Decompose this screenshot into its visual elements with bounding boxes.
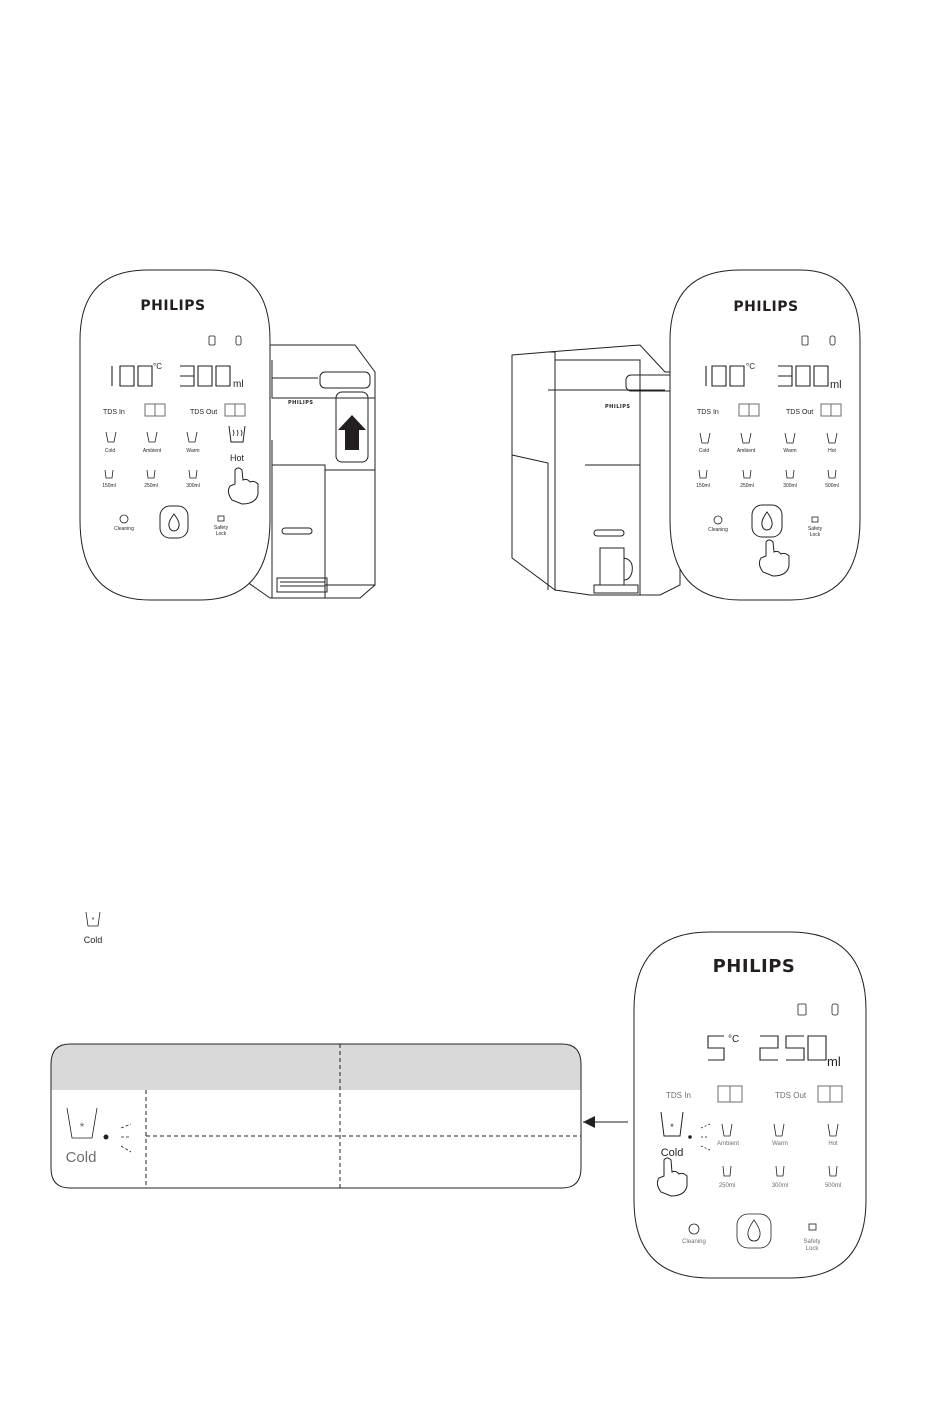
temperature-unit: °C: [746, 362, 755, 371]
volume-150-label: 150ml: [696, 483, 710, 489]
appliance-illustration-1: PHILIPS: [229, 344, 376, 599]
volume-300-label: 300ml: [186, 483, 200, 489]
temp-cold-label: Cold: [661, 1147, 684, 1159]
safety-label: Safety: [803, 1239, 820, 1245]
control-panel-2: [669, 269, 861, 601]
tds-in-label: TDS In: [103, 409, 125, 416]
cleaning-label: Cleaning: [682, 1239, 706, 1245]
water-drop-icon: [747, 1219, 761, 1242]
tds-in-label: TDS In: [697, 409, 719, 416]
tds-out-label: TDS Out: [190, 409, 217, 416]
temp-ambient-label: Ambient: [143, 448, 162, 454]
temp-cold-label: Cold: [105, 448, 116, 454]
temp-hot-label: Hot: [828, 1141, 838, 1147]
temp-hot-label: Hot: [828, 448, 836, 454]
control-panel-3: [633, 931, 867, 1279]
svg-text:*: *: [80, 1120, 85, 1134]
hand-pointer-icon: [758, 539, 790, 577]
appliance-brand-label: PHILIPS: [288, 400, 314, 406]
tds-out-label: TDS Out: [786, 409, 813, 416]
temp-warm-label: Warm: [186, 448, 199, 454]
temp-hot-label: Hot: [230, 453, 245, 463]
arrow-icon: [583, 1116, 595, 1128]
volume-150-label: 150ml: [102, 483, 116, 489]
temp-buttons[interactable]: [105, 425, 246, 443]
volume-300-label: 300ml: [783, 483, 797, 489]
temperature-unit: °C: [728, 1034, 739, 1045]
tds-out-label: TDS Out: [775, 1091, 807, 1100]
volume-250-label: 250ml: [144, 483, 158, 489]
volume-unit: ml: [827, 1054, 841, 1069]
safety-label: Safety: [214, 525, 229, 531]
dispense-button[interactable]: [159, 505, 189, 539]
cleaning-label: Cleaning: [114, 526, 134, 532]
lock-label: Lock: [216, 531, 227, 537]
dispense-button[interactable]: [751, 504, 783, 538]
volume-500-label: 500ml: [825, 483, 839, 489]
svg-text:*: *: [92, 917, 95, 924]
temperature-unit: °C: [153, 362, 162, 371]
volume-unit: ml: [233, 379, 244, 390]
hand-pointer-icon: [656, 1157, 688, 1197]
temp-warm-label: Warm: [772, 1141, 788, 1147]
temp-cold-label: Cold: [699, 448, 710, 454]
table-header: [51, 1044, 581, 1090]
tds-in-label: TDS In: [666, 1091, 691, 1100]
cold-cup-icon: [85, 911, 101, 927]
lock-icon: [808, 1223, 817, 1231]
volume-display: [180, 365, 231, 387]
filter-icon: [235, 335, 242, 346]
temp-ambient-label: Ambient: [717, 1141, 739, 1147]
temperature-display: [111, 365, 153, 387]
hand-pointer-icon: [227, 467, 259, 505]
cleaning-icon: [688, 1223, 700, 1235]
appliance-brand-label: PHILIPS: [605, 404, 631, 410]
lock-icon: [811, 516, 819, 523]
cleaning-icon: [119, 514, 129, 524]
svg-text:*: *: [670, 1122, 674, 1132]
water-drop-icon: [761, 511, 773, 531]
table-cold-label: Cold: [66, 1149, 97, 1166]
water-drop-icon: [168, 513, 180, 532]
cold-label: Cold: [84, 935, 103, 945]
lock-label: Lock: [806, 1246, 820, 1252]
volume-300-label: 300ml: [772, 1183, 788, 1189]
volume-250-label: 250ml: [740, 483, 754, 489]
volume-250-label: 250ml: [719, 1183, 735, 1189]
appliance-illustration-2: PHILIPS: [511, 344, 681, 596]
brand-logo: PHILIPS: [713, 956, 796, 977]
volume-500-label: 500ml: [825, 1183, 841, 1189]
dispense-button[interactable]: [736, 1213, 772, 1249]
temp-warm-label: Warm: [783, 448, 796, 454]
safety-label: Safety: [808, 526, 823, 532]
lock-label: Lock: [810, 532, 821, 538]
brand-logo: PHILIPS: [733, 299, 798, 315]
cleaning-icon: [713, 515, 723, 525]
tank-icon: [208, 335, 216, 346]
volume-unit: ml: [830, 379, 842, 391]
temp-ambient-label: Ambient: [737, 448, 756, 454]
brand-logo: PHILIPS: [140, 298, 205, 314]
lock-icon: [217, 515, 225, 522]
cleaning-label: Cleaning: [708, 527, 728, 533]
